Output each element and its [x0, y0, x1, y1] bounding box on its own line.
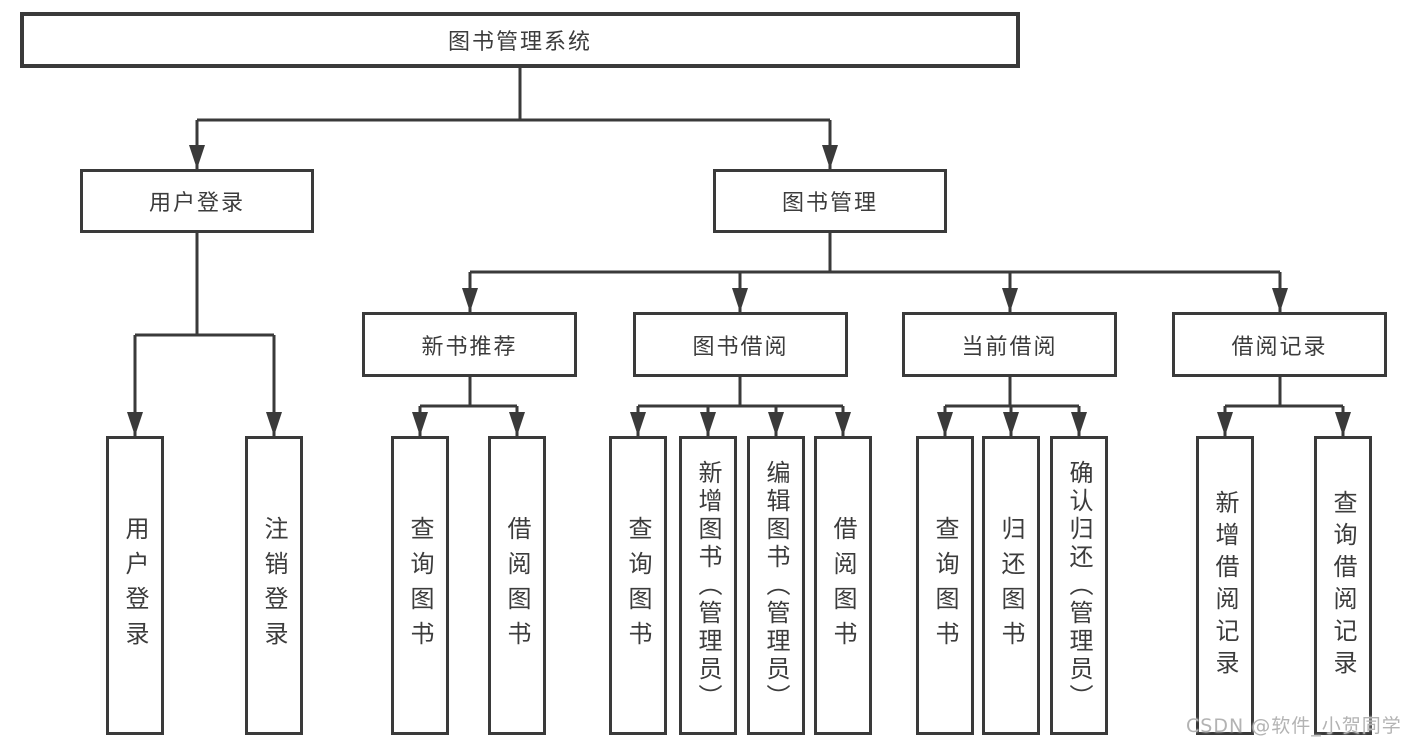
leaf-user-login: 用户登录 [106, 436, 164, 735]
node-book-borrow: 图书借阅 [633, 312, 848, 377]
leaf-query-books-borrow: 查询图书 [609, 436, 667, 735]
leaf-query-books-recommend: 查询图书 [391, 436, 449, 735]
leaf-borrow-books-recommend: 借阅图书 [488, 436, 546, 735]
csdn-watermark: CSDN @软件_小贺同学 [1186, 715, 1402, 737]
node-user-login: 用户登录 [80, 169, 314, 233]
node-library-management-system: 图书管理系统 [20, 12, 1020, 68]
node-current-borrow: 当前借阅 [902, 312, 1117, 377]
leaf-edit-books-admin: 编辑图书（管理员） [747, 436, 805, 735]
node-borrow-records: 借阅记录 [1172, 312, 1387, 377]
leaf-borrow-books: 借阅图书 [814, 436, 872, 735]
leaf-return-books: 归还图书 [982, 436, 1040, 735]
leaf-add-borrow-record: 新增借阅记录 [1196, 436, 1254, 735]
leaf-confirm-return-admin: 确认归还（管理员） [1050, 436, 1108, 735]
leaf-query-borrow-record: 查询借阅记录 [1314, 436, 1372, 735]
leaf-logout: 注销登录 [245, 436, 303, 735]
leaf-query-books-current: 查询图书 [916, 436, 974, 735]
node-new-book-recommend: 新书推荐 [362, 312, 577, 377]
node-book-management: 图书管理 [713, 169, 947, 233]
leaf-add-books-admin: 新增图书（管理员） [679, 436, 737, 735]
